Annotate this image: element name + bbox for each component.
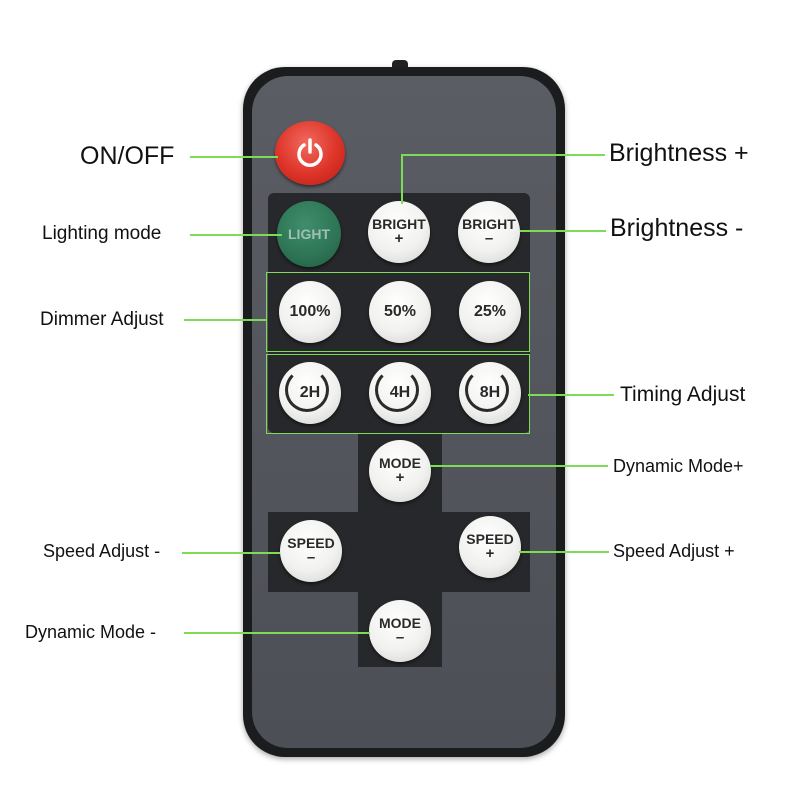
- mode-plus-label: MODE: [379, 454, 421, 471]
- timer-4h-button[interactable]: 4H: [369, 362, 431, 424]
- mode-plus-button[interactable]: MODE +: [369, 440, 431, 502]
- callout-speed-adjust-minus: Speed Adjust -: [43, 541, 161, 561]
- dimmer-50-label: 50%: [383, 302, 417, 320]
- timer-2h-button[interactable]: 2H: [279, 362, 341, 424]
- callout-speed-adjust-plus: Speed Adjust +: [613, 541, 735, 561]
- minus-symbol: –: [395, 629, 405, 647]
- callout-dimmer-adjust: Dimmer Adjust: [40, 309, 164, 330]
- timer-4h-label: 4H: [389, 383, 411, 401]
- callout-brightness-plus: Brightness +: [609, 139, 749, 167]
- light-button-label: LIGHT: [288, 225, 330, 242]
- timer-ring-icon: [465, 368, 509, 412]
- callout-line-dimmer: [184, 319, 266, 321]
- callout-on-off: ON/OFF: [80, 142, 175, 170]
- speed-plus-button[interactable]: SPEED +: [459, 516, 521, 578]
- bright-plus-button[interactable]: BRIGHT +: [368, 201, 430, 263]
- bright-minus-button[interactable]: BRIGHT –: [458, 201, 520, 263]
- timer-2h-label: 2H: [299, 383, 321, 401]
- dimmer-25-button[interactable]: 25%: [459, 281, 521, 343]
- dimmer-group-frame: [266, 272, 530, 352]
- callout-line-speed-minus: [182, 552, 280, 554]
- callout-line-on-off: [190, 156, 278, 158]
- callout-dynamic-mode-minus: Dynamic Mode -: [25, 622, 157, 642]
- timer-8h-button[interactable]: 8H: [459, 362, 521, 424]
- callout-line-lighting-mode: [190, 234, 282, 236]
- timer-ring-icon: [285, 368, 329, 412]
- dimmer-100-label: 100%: [289, 302, 331, 320]
- callout-line-brightness-minus: [520, 230, 606, 232]
- mode-minus-button[interactable]: MODE –: [369, 600, 431, 662]
- dimmer-100-button[interactable]: 100%: [279, 281, 341, 343]
- plus-symbol: +: [485, 545, 495, 563]
- power-button[interactable]: [275, 121, 345, 185]
- callout-line-brightness-plus-v: [401, 154, 403, 204]
- dimmer-25-label: 25%: [473, 302, 507, 320]
- dimmer-50-button[interactable]: 50%: [369, 281, 431, 343]
- speed-minus-label: SPEED: [287, 534, 335, 551]
- callout-line-speed-plus: [519, 551, 609, 553]
- minus-symbol: –: [484, 230, 494, 248]
- bright-plus-label: BRIGHT: [372, 215, 426, 232]
- callout-timing-adjust: Timing Adjust: [620, 383, 746, 406]
- callout-brightness-minus: Brightness -: [610, 214, 744, 242]
- speed-minus-button[interactable]: SPEED –: [280, 520, 342, 582]
- callout-line-dynamic-mode-minus: [184, 632, 370, 634]
- mode-minus-label: MODE: [379, 614, 421, 631]
- power-icon: [297, 138, 323, 167]
- timer-8h-label: 8H: [479, 383, 501, 401]
- callout-lighting-mode: Lighting mode: [42, 223, 162, 244]
- light-button[interactable]: LIGHT: [277, 201, 341, 267]
- timer-ring-icon: [375, 368, 419, 412]
- callout-dynamic-mode-plus: Dynamic Mode+: [613, 456, 744, 476]
- callout-line-dynamic-mode-plus: [430, 465, 608, 467]
- minus-symbol: –: [306, 549, 316, 567]
- callout-line-brightness-plus-h: [401, 154, 605, 156]
- callout-line-timing: [528, 394, 614, 396]
- plus-symbol: +: [395, 469, 405, 487]
- remote-top-nub: [392, 60, 408, 70]
- plus-symbol: +: [394, 230, 404, 248]
- bright-minus-label: BRIGHT: [462, 215, 516, 232]
- speed-plus-label: SPEED: [466, 530, 514, 547]
